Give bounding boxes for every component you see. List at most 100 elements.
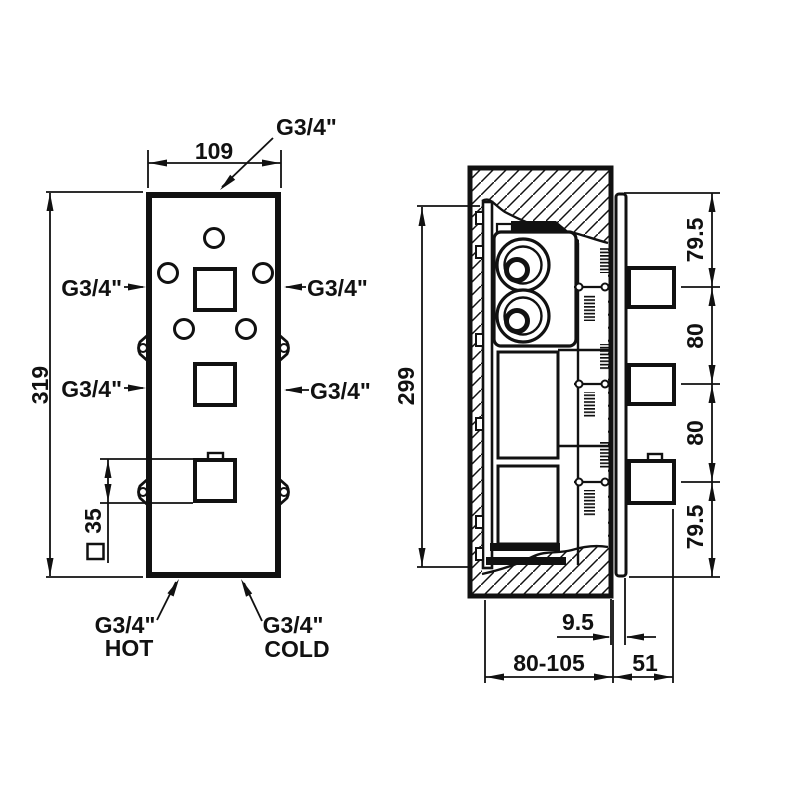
seg-lower-mid-label: 80	[682, 420, 708, 446]
arrowhead	[593, 633, 611, 641]
front-view: 109 319 G3/4" G3/4" G3/4" G3/4" G3/4"	[27, 114, 371, 662]
side-height-label: 299	[393, 367, 419, 405]
pin-end	[600, 477, 610, 487]
knob-1	[627, 266, 676, 309]
arrowhead	[241, 579, 253, 597]
arrowhead	[708, 194, 716, 212]
inlet-union-lower-core	[504, 308, 530, 334]
protrusion-label: 51	[632, 650, 658, 676]
knob-2	[627, 363, 676, 406]
pin-end	[574, 379, 584, 389]
spring	[600, 247, 611, 273]
arrowhead	[418, 208, 426, 226]
port-left-upper-label: G3/4"	[61, 275, 122, 301]
break-line-bottom	[481, 544, 609, 576]
spring	[600, 442, 611, 468]
arrowhead	[46, 558, 54, 576]
arrowhead	[626, 633, 644, 641]
port-hot-label: G3/4"	[95, 612, 156, 638]
inlet-union-upper-inner	[503, 245, 543, 285]
arrowhead	[594, 673, 612, 681]
top-bracket	[511, 221, 579, 252]
faceplate	[614, 192, 628, 578]
knob-3	[627, 459, 676, 505]
port-right-lower-label: G3/4"	[310, 378, 371, 404]
front-height-label: 319	[27, 366, 53, 404]
dim-front-width	[147, 150, 282, 188]
arrowhead	[708, 288, 716, 306]
arrowhead	[708, 558, 716, 576]
dim-chain-bottom	[484, 509, 674, 683]
ear-upper-right-hole	[279, 343, 289, 353]
pin-end	[600, 282, 610, 292]
pin-end	[574, 477, 584, 487]
rail-ticks	[475, 211, 484, 561]
port-hole-mid-right	[252, 262, 274, 284]
port-hole-low-right	[235, 318, 257, 340]
arrowhead	[220, 174, 236, 190]
pin-end	[574, 282, 584, 292]
arrowhead	[167, 579, 179, 597]
port-top-label: G3/4"	[276, 114, 337, 140]
port-hot-word: HOT	[105, 635, 154, 661]
inlet-union-lower-inner	[503, 296, 543, 336]
pin-end	[600, 379, 610, 389]
port-cold-word: COLD	[264, 636, 329, 662]
ear-lower-left-hole	[138, 487, 148, 497]
front-width-label: 109	[195, 138, 233, 164]
plate-gap-label: 9.5	[562, 609, 594, 635]
bottom-bracket	[490, 543, 560, 551]
arrowhead	[654, 673, 672, 681]
arrowhead	[418, 548, 426, 566]
arrowhead	[262, 159, 280, 167]
side-view: 299 79.5 80 80 79.5 9.5	[393, 165, 720, 683]
back-rail	[481, 200, 494, 570]
arrowhead	[614, 673, 632, 681]
arrowhead	[708, 365, 716, 383]
spring	[584, 295, 595, 321]
dim-front-height	[46, 191, 143, 578]
square-symbol	[86, 542, 105, 561]
dim-side-height	[417, 205, 480, 568]
seg-top-label: 79.5	[682, 217, 708, 262]
arrowhead	[46, 193, 54, 211]
front-ports	[157, 227, 274, 340]
arrowhead	[284, 386, 302, 394]
port-hole-mid-left	[157, 262, 179, 284]
seg-bottom-label: 79.5	[682, 504, 708, 549]
front-handles	[193, 267, 237, 503]
arrowhead	[486, 673, 504, 681]
port-left-lower-label: G3/4"	[61, 376, 122, 402]
handle-size-label: 35	[80, 508, 106, 534]
port-hole-low-left	[173, 318, 195, 340]
valve-body-low	[496, 464, 560, 546]
arrowhead	[104, 460, 112, 478]
ear-lower-right-hole	[279, 487, 289, 497]
spring	[584, 490, 595, 516]
spring	[600, 344, 611, 370]
arrowhead	[104, 484, 112, 502]
inlet-union-upper-core	[504, 257, 530, 283]
arrowhead	[128, 283, 146, 291]
bottom-bracket-2	[486, 557, 566, 565]
arrowhead	[128, 384, 146, 392]
arrowhead	[708, 385, 716, 403]
arrowhead	[149, 159, 167, 167]
station-1	[574, 247, 611, 321]
handle-square-2	[193, 362, 237, 407]
valve-internals	[475, 200, 611, 570]
recess-depth-label: 80-105	[513, 650, 585, 676]
port-right-upper-label: G3/4"	[307, 275, 368, 301]
spring	[584, 392, 595, 418]
arrowhead	[284, 283, 302, 291]
seg-upper-mid-label: 80	[682, 323, 708, 349]
station-2	[574, 344, 611, 418]
station-3	[574, 442, 611, 516]
handle-square-3	[193, 458, 237, 503]
arrowhead	[708, 483, 716, 501]
arrowhead	[708, 463, 716, 481]
arrowhead	[708, 268, 716, 286]
handle-square-1	[193, 267, 237, 312]
